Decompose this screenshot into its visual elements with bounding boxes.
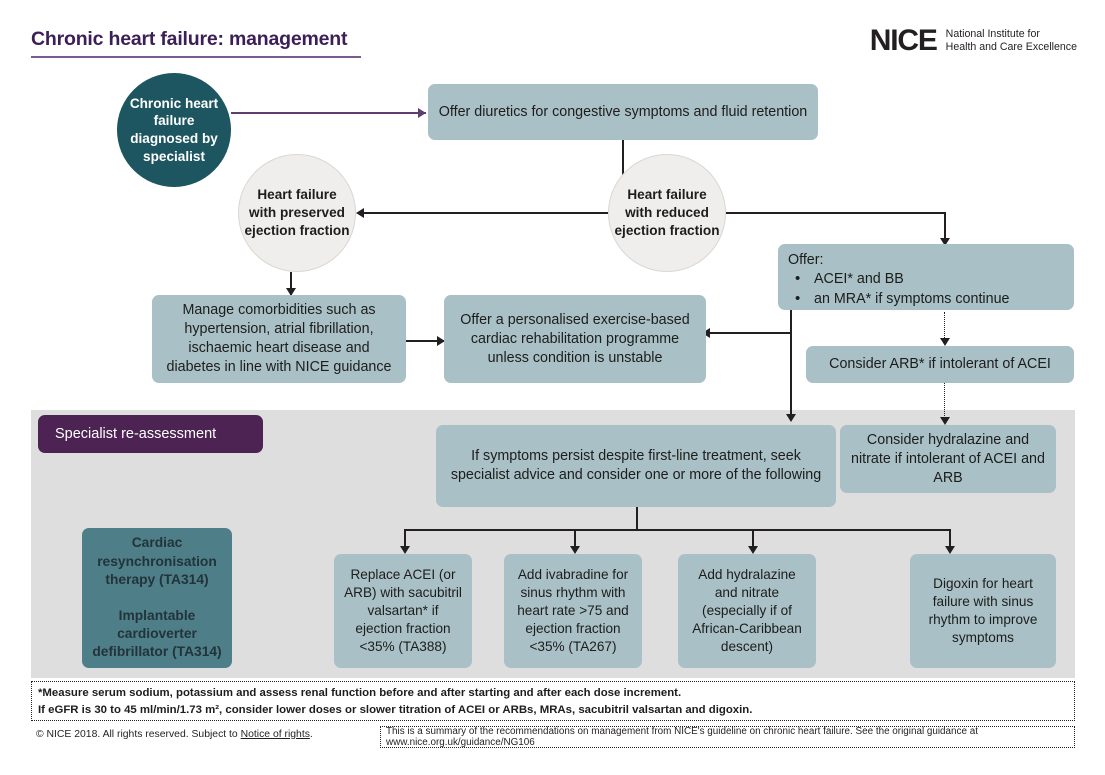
node-option-sacubitril[interactable]: Replace ACEI (or ARB) with sacubitril va… bbox=[334, 554, 472, 668]
arrowhead-hfpef bbox=[356, 208, 364, 218]
nice-tagline-line1: National Institute for bbox=[945, 27, 1040, 40]
arrowhead-option3 bbox=[748, 546, 758, 554]
node-consider-arb[interactable]: Consider ARB* if intolerant of ACEI bbox=[806, 346, 1074, 383]
connector-fanout-bar bbox=[404, 529, 950, 531]
arrowhead-symptoms-persist bbox=[786, 414, 796, 422]
node-option-digoxin[interactable]: Digoxin for heart failure with sinus rhy… bbox=[910, 554, 1056, 668]
node-option-ivabradine[interactable]: Add ivabradine for sinus rhythm with hea… bbox=[504, 554, 642, 668]
arrowhead-start-diuretics bbox=[418, 108, 426, 118]
connector-offer-spine bbox=[790, 310, 792, 420]
nice-wordmark: NICE bbox=[869, 24, 938, 57]
connector-start-diuretics bbox=[231, 112, 426, 114]
arrowhead-rehab-left bbox=[437, 336, 445, 346]
nice-logo: NICE National Institute for Health and C… bbox=[870, 26, 1077, 56]
offer-item-list: ACEI* and BB an MRA* if symptoms continu… bbox=[788, 269, 1009, 310]
node-crt-icd[interactable]: Cardiac resynchronisation therapy (TA314… bbox=[82, 528, 232, 668]
nice-tagline: National Institute for Health and Care E… bbox=[946, 28, 1077, 54]
arrowhead-option4 bbox=[945, 546, 955, 554]
copyright-period: . bbox=[309, 729, 313, 740]
node-consider-hydralazine[interactable]: Consider hydralazine and nitrate if into… bbox=[840, 425, 1056, 493]
node-offer-acei-bb[interactable]: Offer: ACEI* and BB an MRA* if symptoms … bbox=[778, 244, 1074, 310]
footnote-line-1: *Measure serum sodium, potassium and ass… bbox=[38, 687, 682, 699]
offer-heading: Offer: bbox=[788, 252, 824, 268]
footnote-line-2: If eGFR is 30 to 45 ml/min/1.73 m², cons… bbox=[38, 703, 753, 716]
footnote-box: *Measure serum sodium, potassium and ass… bbox=[31, 681, 1075, 721]
connector-fanout-3 bbox=[752, 529, 754, 552]
connector-offer-rehab bbox=[706, 332, 791, 334]
arrowhead-offer bbox=[940, 238, 950, 246]
connector-hfpef-down bbox=[290, 272, 292, 295]
copyright-text: © NICE 2018. All rights reserved. Subjec… bbox=[36, 729, 241, 740]
connector-hfref-down bbox=[944, 212, 946, 244]
copyright-line: © NICE 2018. All rights reserved. Subjec… bbox=[36, 729, 313, 740]
arrowhead-rehab-right bbox=[702, 328, 710, 338]
arrowhead-consider-arb bbox=[940, 338, 950, 346]
connector-hfref-right bbox=[726, 212, 945, 214]
node-hfref[interactable]: Heart failure with reduced ejection frac… bbox=[608, 154, 726, 272]
specialist-panel-label: Specialist re-assessment bbox=[38, 415, 263, 453]
notice-of-rights-link[interactable]: Notice of rights bbox=[240, 729, 310, 740]
arrowhead-option2 bbox=[570, 546, 580, 554]
connector-comorbidities-rehab bbox=[405, 340, 445, 342]
connector-fanout-4 bbox=[949, 529, 951, 552]
node-hfpef[interactable]: Heart failure with preserved ejection fr… bbox=[238, 154, 356, 272]
page-title: Chronic heart failure: management bbox=[31, 28, 348, 50]
node-start[interactable]: Chronic heart failure diagnosed by speci… bbox=[117, 73, 231, 187]
nice-tagline-line2: Health and Care Excellence bbox=[945, 41, 1077, 53]
connector-persist-down bbox=[636, 507, 638, 530]
title-underline bbox=[31, 56, 361, 58]
connector-arb-hydralazine-dotted bbox=[944, 383, 945, 422]
offer-item-mra: an MRA* if symptoms continue bbox=[788, 289, 1009, 310]
node-offer-diuretics[interactable]: Offer diuretics for congestive symptoms … bbox=[428, 84, 818, 140]
arrowhead-option1 bbox=[400, 546, 410, 554]
connector-fanout-1 bbox=[404, 529, 406, 552]
arrowhead-comorbidities bbox=[286, 288, 296, 296]
node-symptoms-persist[interactable]: If symptoms persist despite first-line t… bbox=[436, 425, 836, 507]
connector-fanout-2 bbox=[574, 529, 576, 552]
connector-offer-arb-dotted bbox=[944, 312, 945, 344]
node-manage-comorbidities[interactable]: Manage comorbidities such as hypertensio… bbox=[152, 295, 406, 383]
offer-item-acei: ACEI* and BB bbox=[788, 269, 1009, 290]
node-option-hydralazine[interactable]: Add hydralazine and nitrate (especially … bbox=[678, 554, 816, 668]
crt-therapy-text: Cardiac resynchronisation therapy (TA314… bbox=[97, 535, 217, 588]
node-cardiac-rehab[interactable]: Offer a personalised exercise-based card… bbox=[444, 295, 706, 383]
connector-split-left bbox=[360, 212, 622, 214]
arrowhead-consider-hydralazine bbox=[940, 417, 950, 425]
guidance-note: This is a summary of the recommendations… bbox=[380, 726, 1075, 748]
icd-text: Implantable cardioverter defibrillator (… bbox=[92, 607, 222, 660]
